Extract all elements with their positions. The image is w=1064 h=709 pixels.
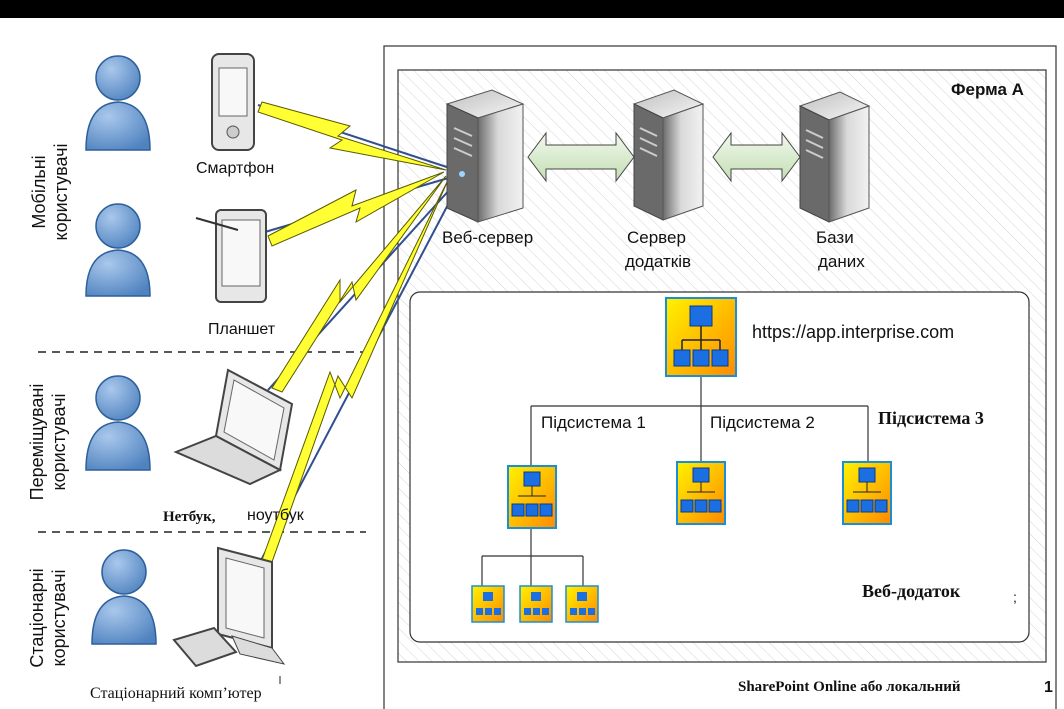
app-server-label-line2: додатків [625,252,692,271]
stray-char: ; [1013,589,1017,605]
database-server-icon [798,91,871,223]
smartphone-icon [211,53,255,151]
desktop-label: Стаціонарний комп’ютер [90,685,262,702]
site-url: https://app.interprise.com [752,322,955,342]
smartphone-label: Смартфон [196,160,275,177]
web-server-label: Веб-сервер [442,228,534,247]
footer-text: SharePoint Online або локальний [738,679,961,695]
group-roaming-line1: Переміщувані [27,383,47,501]
tablet-icon [195,209,267,303]
double-arrow-1 [527,131,635,183]
group-stationary-line1: Стаціонарні [27,568,47,668]
subsystem-1-label: Підсистема 1 [541,413,646,432]
top-black-bar [0,0,1064,18]
subsystem-2-label: Підсистема 2 [710,413,815,432]
db-server-label-line1: Бази [816,228,854,247]
laptop-icon [173,368,294,486]
person-icon-mobile-2 [85,203,151,297]
double-arrow-2 [712,131,801,183]
netbook-label-bold: Нетбук, [163,509,216,525]
group-stationary-line2: користувачі [49,569,69,667]
person-icon-stationary [91,549,157,645]
desktop-computer-icon [172,546,286,668]
hierarchy-lines [481,376,869,586]
farm-title: Ферма A [951,80,1024,99]
netbook-label-rest: ноутбук [247,507,304,524]
leaf-node-1 [471,585,505,623]
person-icon-roaming [85,375,151,471]
webapp-label: Веб-додаток [862,581,961,601]
leaf-node-3 [565,585,599,623]
group-mobile-line2: користувачі [51,143,71,241]
group-mobile-line1: Мобільні [29,155,49,229]
wireless-bolts [257,101,449,563]
tablet-label: Планшет [208,321,276,338]
footer-page-mark: 1 [1044,679,1053,696]
group-mobile-label: Мобільні користувачі [28,132,72,252]
subsystem-3-label: Підсистема 3 [878,408,984,428]
person-icon-mobile-1 [85,55,151,151]
group-roaming-line2: користувачі [49,393,69,491]
leaf-node-2 [519,585,553,623]
app-server-label-line1: Сервер [627,228,686,247]
group-roaming-label: Переміщувані користувачі [26,367,70,517]
subsystem-2-node [676,461,726,525]
site-root-node [665,297,737,377]
db-server-label-line2: даних [818,252,865,271]
group-stationary-label: Стаціонарні користувачі [26,550,70,686]
app-server-icon [632,89,705,221]
subsystem-3-node [842,461,892,525]
web-server-icon [445,89,525,223]
subsystem-1-node [507,465,557,529]
